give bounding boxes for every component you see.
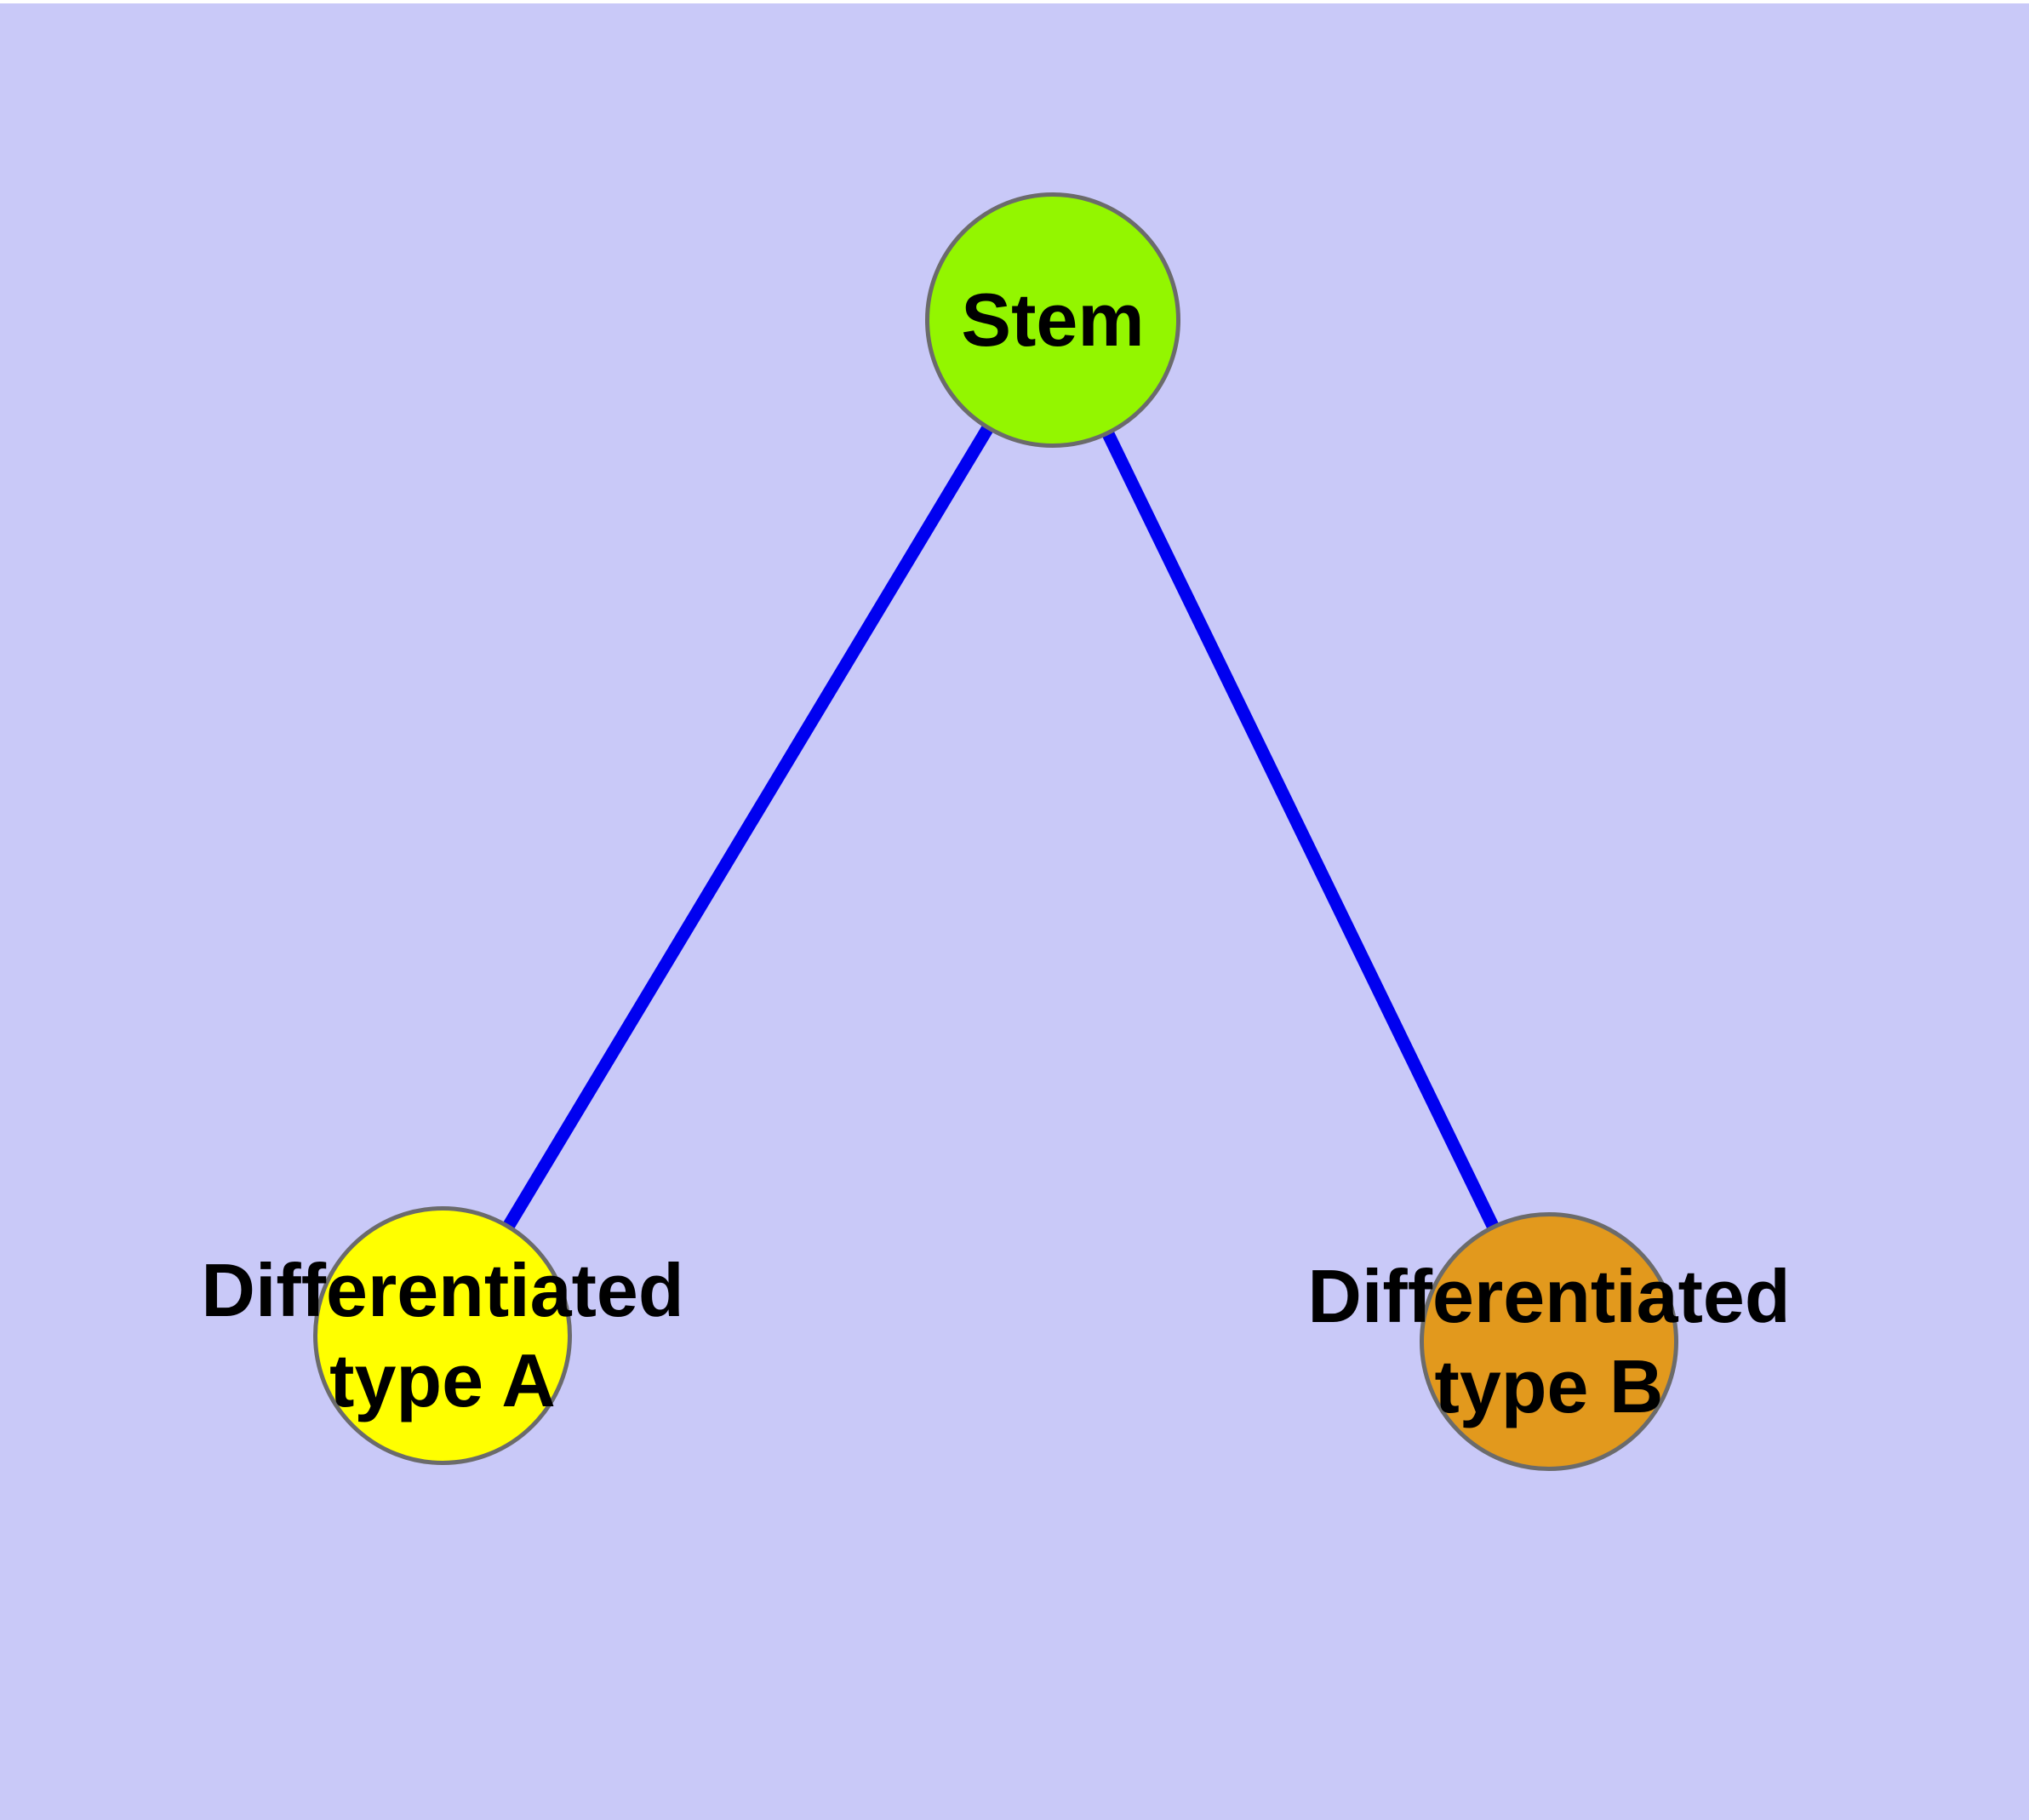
edge-stem-to-typeB [1047, 317, 1555, 1345]
node-differentiated-type-b-label-line1: Differentiated [1307, 1254, 1791, 1339]
edge-stem-to-typeA [437, 317, 1059, 1339]
node-differentiated-type-a-label-line1: Differentiated [201, 1248, 684, 1333]
node-differentiated-type-a-label-line2: type A [329, 1338, 556, 1422]
node-stem-label: Stem [961, 275, 1144, 365]
node-differentiated-type-b-label-line2: type B [1434, 1344, 1664, 1428]
node-stem: Stem [925, 192, 1180, 448]
diagram-canvas: Stem Differentiated type A Differentiate… [0, 3, 2029, 1820]
node-stem-label-line1: Stem [961, 278, 1145, 363]
edge-layer [437, 317, 1555, 1345]
node-differentiated-type-b-label: Differentiated type B [1307, 1251, 1790, 1431]
node-differentiated-type-a-label: Differentiated type A [201, 1245, 683, 1425]
node-differentiated-type-b: Differentiated type B [1307, 1212, 1791, 1471]
node-differentiated-type-a: Differentiated type A [201, 1206, 684, 1465]
